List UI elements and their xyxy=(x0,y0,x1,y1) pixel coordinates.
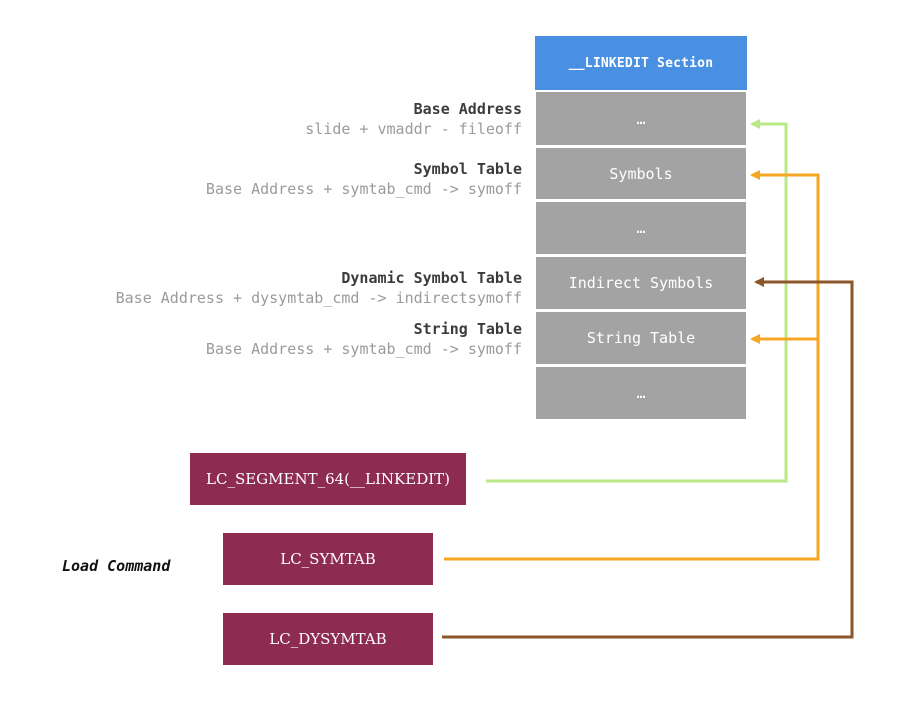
lc-segment-64-linkedit: LC_SEGMENT_64(__LINKEDIT) xyxy=(190,453,466,505)
annotation-dynamic-symbol-table: Dynamic Symbol Table Base Address + dysy… xyxy=(116,268,522,308)
segment-tail: … xyxy=(536,367,746,419)
segment-gap: … xyxy=(536,202,746,254)
annotation-title: Symbol Table xyxy=(413,160,522,178)
annotation-title: String Table xyxy=(413,320,522,338)
lc-symtab: LC_SYMTAB xyxy=(223,533,433,585)
load-command-title: Load Command xyxy=(62,557,171,575)
dysymtab-arrow xyxy=(442,277,854,639)
annotation-formula: Base Address + symtab_cmd -> symoff xyxy=(205,180,522,198)
annotation-base-address: Base Address slide + vmaddr - fileoff xyxy=(305,99,522,139)
segment-indirect-symbols: Indirect Symbols xyxy=(536,257,746,309)
annotation-formula: Base Address + symtab_cmd -> symoff xyxy=(205,340,522,358)
linkedit-section-header: __LINKEDIT Section xyxy=(535,36,747,90)
symtab-arrow-symbols xyxy=(444,170,820,561)
annotation-symbol-table: Symbol Table Base Address + symtab_cmd -… xyxy=(206,159,522,199)
annotation-title: Dynamic Symbol Table xyxy=(341,269,522,287)
annotation-title: Base Address xyxy=(413,100,522,118)
segment-base: … xyxy=(536,92,746,145)
lc-dysymtab: LC_DYSYMTAB xyxy=(223,613,433,665)
annotation-formula: slide + vmaddr - fileoff xyxy=(305,120,522,138)
annotation-formula: Base Address + dysymtab_cmd -> indirects… xyxy=(115,289,522,307)
annotation-string-table: String Table Base Address + symtab_cmd -… xyxy=(206,319,522,359)
linkedit-arrow xyxy=(486,119,788,483)
segment-symbols: Symbols xyxy=(536,148,746,199)
segment-string-table: String Table xyxy=(536,312,746,364)
